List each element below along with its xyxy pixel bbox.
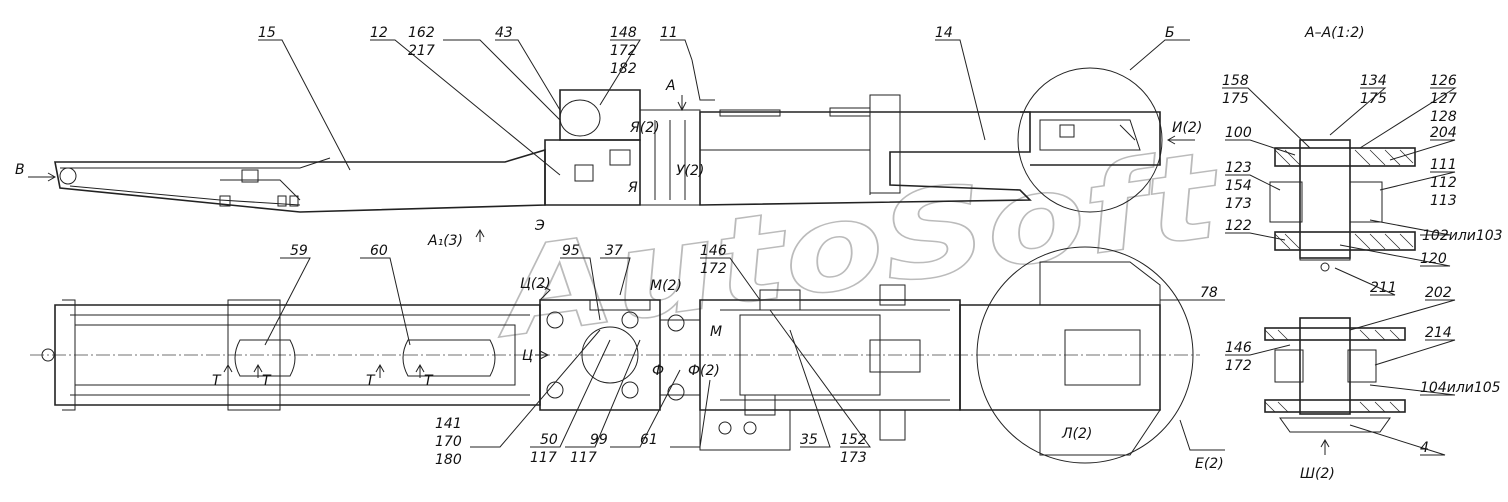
callout-60: 60 <box>370 243 388 259</box>
callout-170: 170 <box>435 434 462 450</box>
callout-123: 123 <box>1225 160 1252 176</box>
view-ts: Ц <box>522 348 533 364</box>
callout-127: 127 <box>1430 91 1457 107</box>
callout-154: 154 <box>1225 178 1252 194</box>
callout-173a: 173 <box>1225 196 1252 212</box>
callout-172: 172 <box>610 43 637 59</box>
view-m2: М(2) <box>650 278 682 294</box>
callout-214: 214 <box>1425 325 1452 341</box>
callout-146a: 146 <box>1225 340 1252 356</box>
callout-152: 152 <box>840 432 867 448</box>
section-t3: Т <box>366 373 376 389</box>
callout-172b: 172 <box>1225 358 1252 374</box>
callout-15: 15 <box>258 25 276 41</box>
view-sh2: Ш(2) <box>1300 466 1335 482</box>
callout-b: Б <box>1165 25 1175 41</box>
leader-lines <box>258 39 1457 456</box>
callout-104: 104или105 <box>1420 380 1501 396</box>
callout-204: 204 <box>1430 125 1457 141</box>
callout-120: 120 <box>1420 251 1447 267</box>
callout-95: 95 <box>562 243 580 259</box>
view-f: Ф <box>652 363 664 379</box>
callout-11: 11 <box>660 25 678 41</box>
callouts: 15 12 162 217 43 148 172 182 11 14 Б А–А… <box>258 25 1503 482</box>
callout-175a: 175 <box>1222 91 1249 107</box>
callout-180: 180 <box>435 452 462 468</box>
callout-111: 111 <box>1430 157 1457 173</box>
view-a: А <box>665 78 676 94</box>
view-l2: Л(2) <box>1061 426 1092 442</box>
view-m: М <box>710 324 722 340</box>
view-a13: А₁(3) <box>427 233 463 249</box>
callout-211: 211 <box>1370 280 1397 296</box>
callout-12: 12 <box>370 25 388 41</box>
view-u2: У(2) <box>676 163 704 179</box>
callout-59: 59 <box>290 243 308 259</box>
callout-102: 102или103 <box>1422 228 1503 244</box>
callout-162: 162 <box>408 25 435 41</box>
section-a-a <box>1264 139 1416 455</box>
callout-113: 113 <box>1430 193 1457 209</box>
callout-126: 126 <box>1430 73 1457 89</box>
callout-35: 35 <box>800 432 818 448</box>
view-i2: И(2) <box>1172 120 1202 136</box>
view-labels: В А Я(2) У(2) Я И(2) Э А₁(3) Ц(2) Ц М(2)… <box>15 78 1202 442</box>
callout-99: 99 <box>590 432 608 448</box>
section-t1: Т <box>212 373 222 389</box>
section-t4: Т <box>424 373 434 389</box>
view-ya2: Я(2) <box>629 120 660 136</box>
callout-134: 134 <box>1360 73 1387 89</box>
callout-50: 50 <box>540 432 558 448</box>
callout-122: 122 <box>1225 218 1252 234</box>
callout-100: 100 <box>1225 125 1252 141</box>
callout-4: 4 <box>1420 440 1429 456</box>
callout-158: 158 <box>1222 73 1249 89</box>
plan-view <box>30 228 1225 464</box>
callout-217: 217 <box>408 43 435 59</box>
callout-117a: 117 <box>530 450 557 466</box>
callout-146b: 146 <box>700 243 727 259</box>
callout-37: 37 <box>605 243 623 259</box>
callout-14: 14 <box>935 25 953 41</box>
callout-148: 148 <box>610 25 637 41</box>
view-ya: Я <box>627 180 638 196</box>
callout-172c: 172 <box>700 261 727 277</box>
side-view <box>28 39 1195 213</box>
callout-78: 78 <box>1200 285 1218 301</box>
callout-117b: 117 <box>570 450 597 466</box>
callout-182: 182 <box>610 61 637 77</box>
callout-e2: Е(2) <box>1195 456 1224 472</box>
callout-43: 43 <box>495 25 513 41</box>
callout-173b: 173 <box>840 450 867 466</box>
callout-175b: 175 <box>1360 91 1387 107</box>
view-ts2: Ц(2) <box>520 276 551 292</box>
view-f2: Ф(2) <box>688 363 720 379</box>
callout-128: 128 <box>1430 109 1457 125</box>
view-b: В <box>15 162 25 178</box>
callout-202: 202 <box>1425 285 1452 301</box>
callout-112: 112 <box>1430 175 1457 191</box>
callout-61: 61 <box>640 432 658 448</box>
section-title: А–А(1:2) <box>1304 25 1365 41</box>
callout-141: 141 <box>435 416 462 432</box>
view-e: Э <box>534 218 545 234</box>
section-t2: Т <box>262 373 272 389</box>
